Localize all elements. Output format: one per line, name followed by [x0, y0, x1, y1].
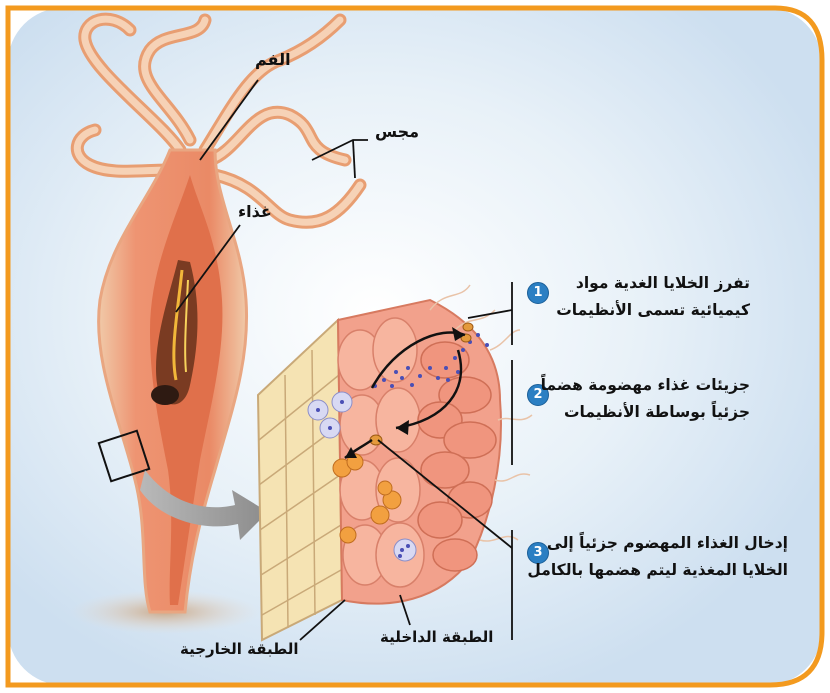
step-3-line-1: إدخال الغذاء المهضوم جزئياً إلى — [527, 530, 788, 557]
label-food: غذاء — [238, 202, 272, 221]
label-inner-layer: الطبقة الداخلية — [380, 628, 493, 646]
label-outer-layer: الطبقة الخارجية — [180, 640, 299, 658]
step-3-text: إدخال الغذاء المهضوم جزئياً إلى الخلايا … — [527, 530, 788, 584]
step-3-line-2: الخلايا المغذية ليتم هضمها بالكامل — [527, 557, 788, 584]
step-1-text: تفرز الخلايا الغدية مواد كيميائية تسمى ا… — [556, 270, 750, 324]
step-2-line-1: جزيئات غذاء مهضومة هضماً — [541, 372, 750, 399]
label-mouth: الفم — [255, 50, 291, 69]
step-1-line-2: كيميائية تسمى الأنظيمات — [556, 297, 750, 324]
step-1-line-1: تفرز الخلايا الغدية مواد — [556, 270, 750, 297]
step-2-text: جزيئات غذاء مهضومة هضماً جزئياً بوساطة ا… — [541, 372, 750, 426]
label-tentacles: مجس — [375, 122, 419, 141]
step-2-line-2: جزئياً بوساطة الأنظيمات — [541, 399, 750, 426]
step-1-badge: 1 — [527, 282, 549, 304]
